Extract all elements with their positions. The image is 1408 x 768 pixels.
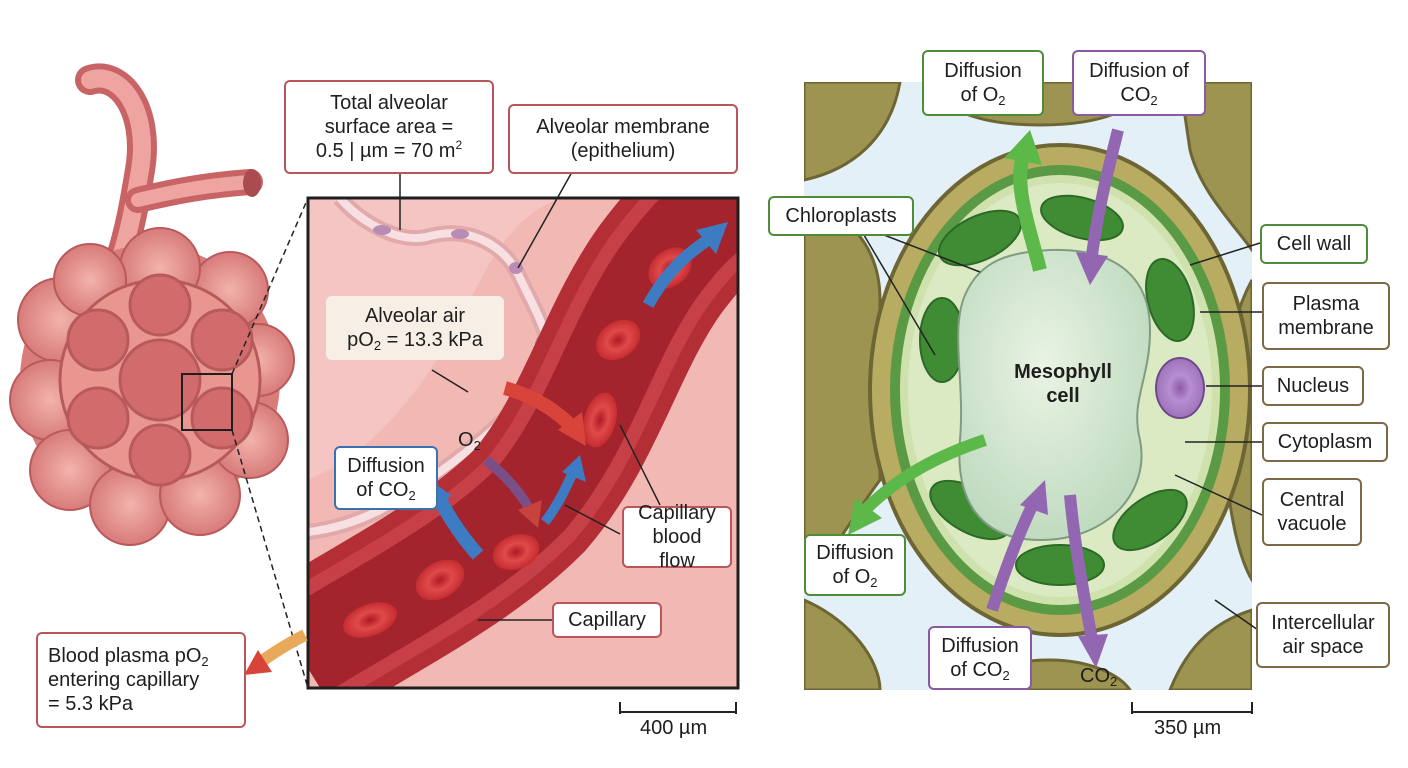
capillary-blood-flow-label: Capillary blood flow	[622, 502, 732, 572]
plasma-membrane-label: Plasma membrane	[1262, 282, 1390, 350]
diffusion-o2-bottom-label: Diffusion of O2	[804, 534, 906, 596]
cell-wall-label: Cell wall	[1260, 224, 1368, 264]
diffusion-o2-top-label: Diffusion of O2	[922, 50, 1044, 116]
scale-label-right: 350 µm	[1154, 717, 1222, 739]
cytoplasm-label: Cytoplasm	[1262, 422, 1388, 462]
total-surface-area-label: Total alveolar surface area = 0.5 | µm =…	[284, 80, 494, 174]
alveolar-membrane-label: Alveolar membrane (epithelium)	[508, 104, 738, 174]
scale-bar-left	[619, 702, 737, 714]
o2-label: O2	[458, 429, 481, 453]
nucleus-label: Nucleus	[1262, 366, 1364, 406]
diffusion-co2-bottom-label: Diffusion of CO2	[928, 626, 1032, 690]
blood-plasma-label: Blood plasma pO2 entering capillary = 5.…	[36, 632, 246, 728]
alveolar-air-label: Alveolar air pO2 = 13.3 kPa	[326, 296, 504, 360]
central-vacuole-label: Central vacuole	[1262, 478, 1362, 546]
alveolus-cluster	[9, 63, 309, 689]
scale-label-left: 400 µm	[640, 717, 708, 739]
diffusion-co2-top-label: Diffusion of CO2	[1072, 50, 1206, 116]
intercellular-air-space-label: Intercellular air space	[1256, 602, 1390, 668]
capillary-label: Capillary	[552, 602, 662, 638]
alveolar-capillary-inset	[308, 198, 738, 688]
chloroplasts-label: Chloroplasts	[768, 196, 914, 236]
scale-bar-right	[1131, 702, 1253, 714]
co2-bottom-label: CO2	[1080, 665, 1118, 689]
mesophyll-cell-label: Mesophyll cell	[1014, 361, 1112, 407]
diffusion-co2-left-label: Diffusion of CO2	[334, 446, 438, 510]
